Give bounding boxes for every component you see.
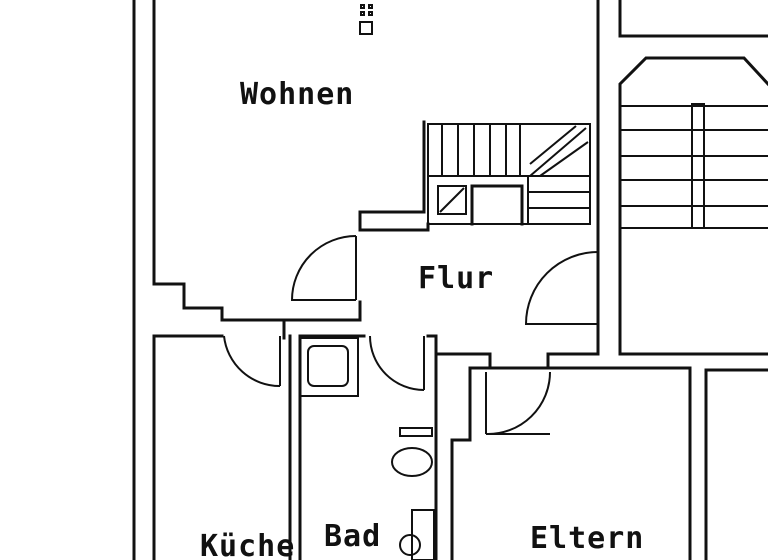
eltern-walls	[450, 366, 768, 560]
wohnen-walls	[152, 0, 600, 322]
room-label-flur: Flur	[418, 261, 494, 296]
room-label-kueche: Küche	[200, 529, 295, 560]
door-eltern	[485, 371, 551, 436]
bad-walls	[298, 334, 438, 560]
room-label-wohnen: Wohnen	[240, 77, 354, 112]
staircase-central	[427, 123, 591, 226]
room-label-eltern: Eltern	[530, 521, 644, 556]
door-wohnen-flur	[290, 235, 357, 301]
door-flur-stair	[524, 251, 599, 325]
kueche-walls	[152, 334, 292, 560]
room-label-bad: Bad	[324, 519, 381, 554]
ceiling-fixture	[359, 4, 373, 35]
door-bad	[369, 335, 425, 391]
door-kueche	[223, 335, 281, 388]
staircase-right	[618, 0, 768, 356]
